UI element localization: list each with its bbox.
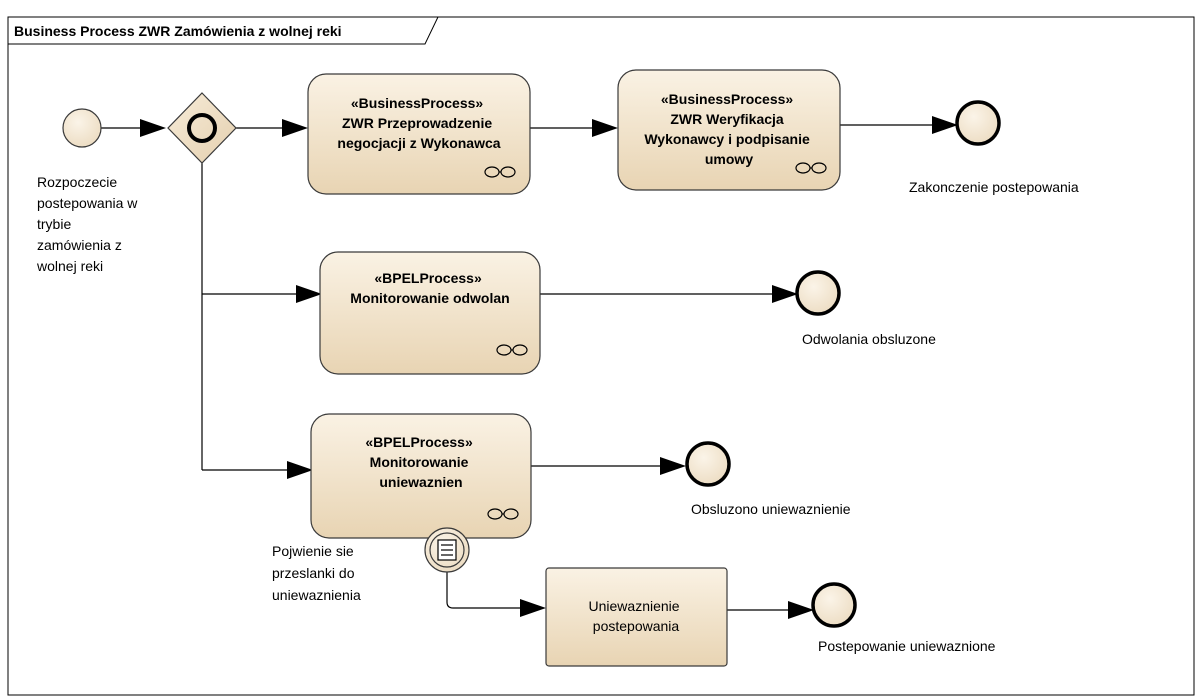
arrow-head: [788, 601, 814, 619]
frame-title-tab: [7, 16, 439, 45]
subprocess-link-icon: [795, 162, 827, 174]
end-event-odwolania[interactable]: [795, 270, 841, 316]
diagram-frame: Business Process ZWR Zamówienia z wolnej…: [7, 16, 1195, 696]
gateway-ring-icon: [187, 113, 217, 143]
sequence-flows: [101, 116, 958, 619]
conditional-document-icon: [437, 539, 457, 561]
subprocess-link-icon: [496, 344, 528, 356]
end-event-obsluzono-uniewaznienie[interactable]: [685, 441, 731, 487]
task-uniewaznienie-postepowania[interactable]: Uniewaznienie postepowania: [545, 567, 728, 667]
intermediate-event-label: Pojwienie sie przeslanki do uniewaznieni…: [272, 543, 361, 603]
arrow-head: [932, 116, 958, 134]
arrow-head: [660, 457, 686, 475]
arrow-head: [592, 119, 618, 137]
process-monitorowanie-odwolan[interactable]: «BPELProcess» Monitorowanie odwolan: [319, 251, 541, 375]
end-event-postepowanie-uniewaznione[interactable]: [811, 582, 857, 628]
arrow-head: [287, 461, 313, 479]
arrow-head: [282, 119, 308, 137]
process-zwr-weryfikacja[interactable]: «BusinessProcess» ZWR Weryfikacja Wykona…: [617, 69, 841, 191]
arrow-head: [520, 599, 546, 617]
end-event-4-label: Postepowanie uniewaznione: [818, 638, 996, 654]
end-event-zakonczenie[interactable]: [955, 100, 1001, 146]
end-event-3-label: Obsluzono uniewaznienie: [691, 501, 851, 517]
process4-label: «BPELProcess» Monitorowanie uniewaznien: [365, 434, 476, 490]
boundary-conditional-event[interactable]: [424, 527, 470, 573]
subprocess-link-icon: [484, 166, 516, 178]
process-monitorowanie-uniewaznien[interactable]: «BPELProcess» Monitorowanie uniewaznien: [310, 413, 532, 539]
arrow-head: [140, 119, 166, 137]
arrow-head: [772, 285, 798, 303]
parallel-gateway[interactable]: [167, 92, 237, 164]
start-event-label: Rozpoczecie postepowania w trybie zamówi…: [36, 174, 141, 274]
subprocess-link-icon: [487, 508, 519, 520]
process3-label: «BPELProcess» Monitorowanie odwolan: [350, 270, 509, 306]
process2-label: «BusinessProcess» ZWR Weryfikacja Wykona…: [644, 91, 813, 167]
task5-label: Uniewaznienie postepowania: [589, 598, 684, 634]
arrow-head: [296, 285, 322, 303]
diagram-title: Business Process ZWR Zamówienia z wolnej…: [14, 23, 342, 39]
process-zwr-negocjacje[interactable]: «BusinessProcess» ZWR Przeprowadzenie ne…: [307, 73, 531, 195]
end-event-1-label: Zakonczenie postepowania: [909, 179, 1079, 195]
start-event[interactable]: [62, 108, 102, 148]
flow-intermediate-task5: [446, 572, 528, 609]
process1-label: «BusinessProcess» ZWR Przeprowadzenie ne…: [337, 95, 500, 151]
end-event-2-label: Odwolania obsluzone: [802, 331, 936, 347]
